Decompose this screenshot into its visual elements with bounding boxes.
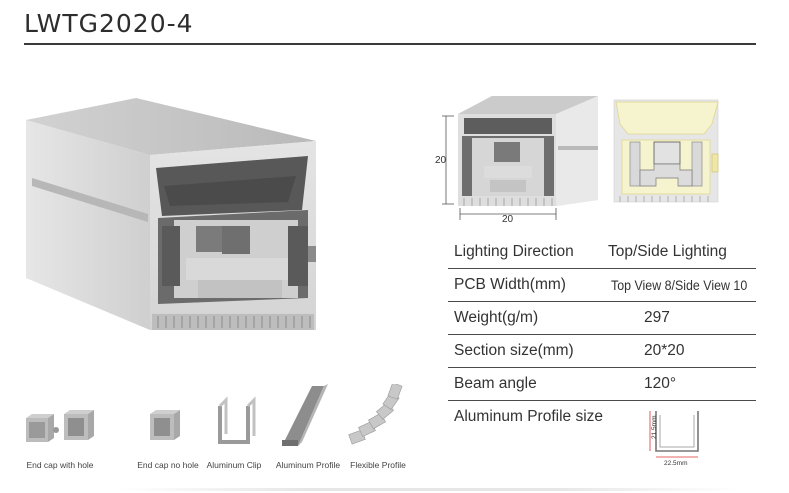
accessory-caption: End cap no hole [137, 460, 199, 470]
spec-row-aluminum-profile: Aluminum Profile size 21.5mm 22.5mm [448, 401, 756, 471]
spec-label: PCB Width(mm) [454, 276, 566, 293]
footer-divider [120, 488, 740, 491]
spec-value: Top/Side Lighting [608, 243, 727, 260]
height-dimension-label: 20 [435, 155, 447, 166]
spec-label: Aluminum Profile size [454, 408, 604, 425]
spec-value: 297 [644, 309, 670, 326]
spec-value: 120° [644, 375, 677, 392]
profile-height-label: 21.5mm [651, 416, 658, 439]
spec-row-beam-angle: Beam angle 120° [448, 368, 756, 401]
spec-label: Weight(g/m) [454, 309, 539, 326]
accessory-aluminum-clip: Aluminum Clip [204, 384, 264, 470]
aluminum-profile-diagram: 21.5mm 22.5mm [649, 411, 699, 467]
product-title: LWTG2020-4 [24, 9, 194, 38]
accessory-caption: Aluminum Profile [275, 460, 341, 470]
spec-row-section-size: Section size(mm) 20*20 [448, 335, 756, 368]
end-cap-with-hole-icon [26, 410, 94, 442]
spec-label: Lighting Direction [454, 243, 574, 260]
spec-table: Lighting Direction Top/Side Lighting PCB… [448, 236, 756, 471]
spec-row-weight: Weight(g/m) 297 [448, 302, 756, 335]
spec-value: Top View 8/Side View 10 [611, 278, 748, 293]
spec-row-lighting-direction: Lighting Direction Top/Side Lighting [448, 236, 756, 269]
title-underline [24, 43, 756, 45]
spec-row-pcb-width: PCB Width(mm) Top View 8/Side View 10 [448, 269, 756, 302]
end-cap-no-hole-icon [150, 410, 180, 440]
accessory-flexible-profile: Flexible Profile [342, 382, 414, 470]
spec-value: 20*20 [644, 342, 685, 359]
profile-width-label: 22.5mm [664, 460, 687, 467]
accessory-caption: Aluminum Clip [206, 460, 262, 470]
dimension-diagram: 20 20 [435, 96, 598, 224]
lighting-cross-section [613, 99, 719, 203]
accessory-caption: End cap with hole [26, 460, 94, 470]
accessory-caption: Flexible Profile [350, 460, 406, 470]
accessory-aluminum-profile: Aluminum Profile [272, 384, 344, 470]
spec-label: Section size(mm) [454, 342, 574, 359]
flexible-profile-icon [348, 382, 403, 445]
width-dimension-label: 20 [502, 214, 514, 224]
product-hero-image [26, 98, 316, 330]
accessory-end-cap-with-hole: End cap with hole [20, 384, 100, 470]
accessory-end-cap-no-hole: End cap no hole [128, 384, 208, 470]
aluminum-clip-icon [218, 396, 256, 444]
spec-label: Beam angle [454, 375, 537, 392]
aluminum-profile-icon [282, 384, 328, 446]
